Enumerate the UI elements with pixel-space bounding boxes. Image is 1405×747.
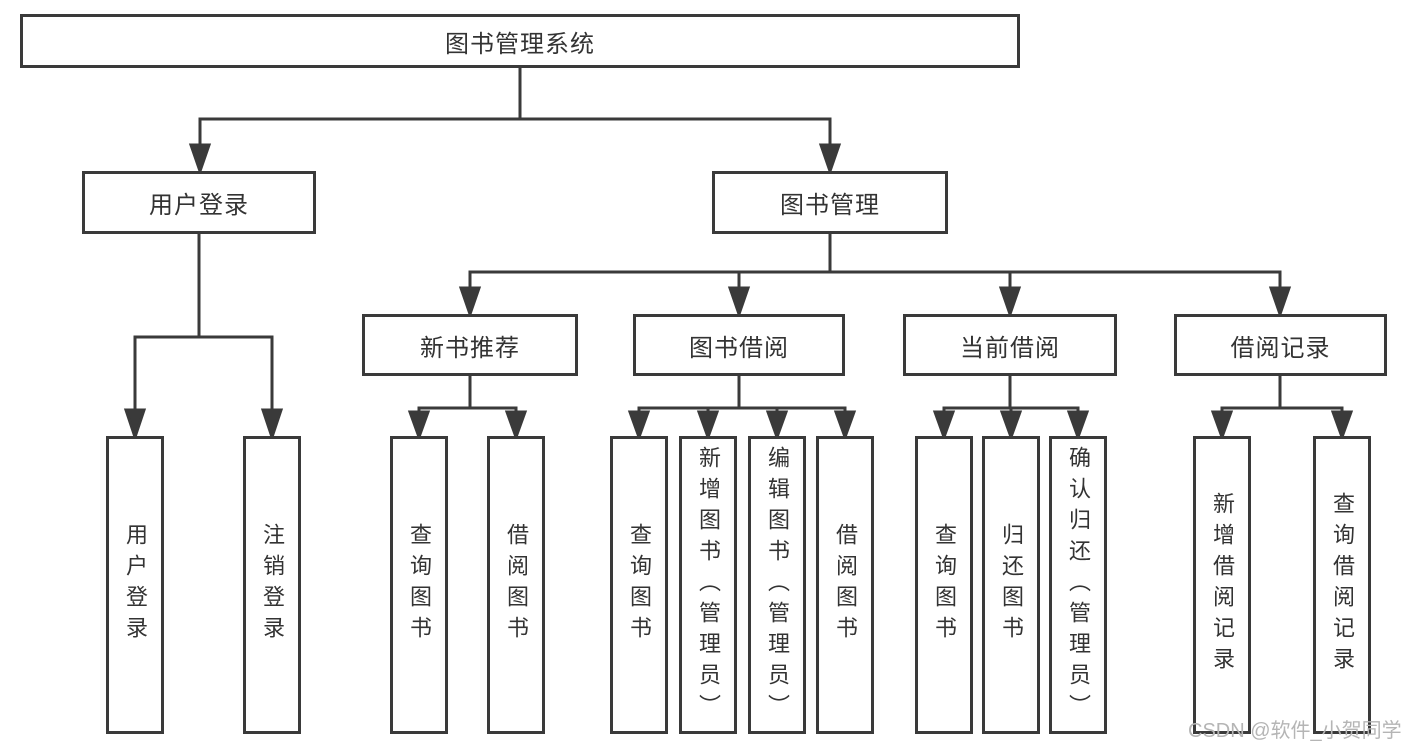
node-label: 借阅记录 <box>1230 334 1331 362</box>
node-label: 当前借阅 <box>960 334 1060 362</box>
node-book-borrow: 图书借阅 <box>633 314 845 376</box>
leaf-label: 用户登录 <box>123 523 148 647</box>
node-new-book-recommend: 新书推荐 <box>362 314 578 376</box>
leaf-borrow-books: 借阅图书 <box>816 436 874 734</box>
node-book-management: 图书管理 <box>712 171 948 234</box>
leaf-label: 注销登录 <box>260 523 285 647</box>
leaf-label: 新增借阅记录 <box>1210 492 1235 678</box>
leaf-edit-books-admin: 编辑图书（管理员） <box>748 436 806 734</box>
leaf-add-borrow-record: 新增借阅记录 <box>1193 436 1251 734</box>
node-label: 新书推荐 <box>420 334 520 362</box>
leaf-borrow-books-recommend: 借阅图书 <box>487 436 545 734</box>
leaf-query-books-borrow: 查询图书 <box>610 436 668 734</box>
leaf-query-borrow-record: 查询借阅记录 <box>1313 436 1371 734</box>
node-borrow-records: 借阅记录 <box>1174 314 1387 376</box>
leaf-logout: 注销登录 <box>243 436 301 734</box>
leaf-label: 查询图书 <box>932 523 957 647</box>
leaf-label: 借阅图书 <box>504 523 529 647</box>
node-user-login: 用户登录 <box>82 171 316 234</box>
csdn-watermark: CSDN @软件_小贺同学 <box>1188 720 1402 742</box>
node-current-borrow: 当前借阅 <box>903 314 1117 376</box>
leaf-label: 确认归还（管理员） <box>1066 445 1091 725</box>
leaf-query-books-recommend: 查询图书 <box>390 436 448 734</box>
leaf-add-books-admin: 新增图书（管理员） <box>679 436 737 734</box>
leaf-label: 查询图书 <box>627 523 652 647</box>
leaf-label: 查询图书 <box>407 523 432 647</box>
leaf-return-books: 归还图书 <box>982 436 1040 734</box>
leaf-query-books-current: 查询图书 <box>915 436 973 734</box>
node-label: 图书借阅 <box>689 334 789 362</box>
leaf-user-login: 用户登录 <box>106 436 164 734</box>
leaf-confirm-return-admin: 确认归还（管理员） <box>1049 436 1107 734</box>
node-library-system: 图书管理系统 <box>20 14 1020 68</box>
leaf-label: 归还图书 <box>999 523 1024 647</box>
leaf-label: 借阅图书 <box>833 523 858 647</box>
leaf-label: 新增图书（管理员） <box>696 445 721 725</box>
node-label: 图书管理 <box>780 192 880 219</box>
leaf-label: 编辑图书（管理员） <box>765 445 790 725</box>
node-label: 图书管理系统 <box>445 30 595 58</box>
leaf-label: 查询借阅记录 <box>1330 492 1355 678</box>
node-label: 用户登录 <box>149 192 249 219</box>
